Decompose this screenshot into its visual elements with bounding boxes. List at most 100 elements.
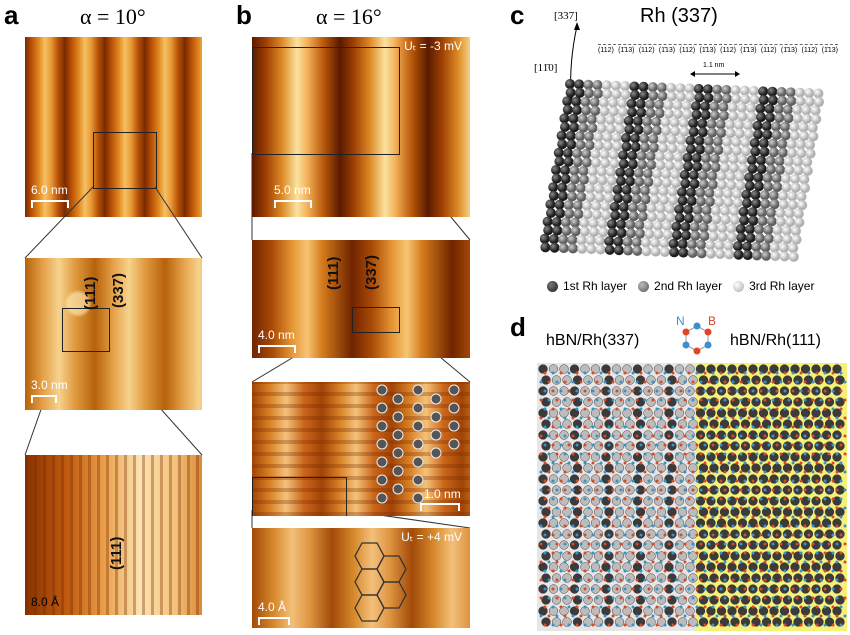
hbn-atom <box>667 488 671 492</box>
rh-atom <box>592 209 602 220</box>
hbn-atom <box>815 479 819 483</box>
rh-atom <box>790 408 800 418</box>
hbn-atom <box>667 560 671 564</box>
hbn-atom <box>691 380 695 384</box>
hbn-atom <box>771 506 775 510</box>
rh-atom <box>780 121 791 132</box>
rh-atom <box>612 141 623 152</box>
rh-atom <box>619 210 630 221</box>
hbn-atom <box>743 407 747 411</box>
rh-atom <box>638 81 649 92</box>
hbn-atom <box>743 569 747 573</box>
hbn-atom <box>835 614 839 618</box>
hbn-atom <box>667 614 671 618</box>
hbn-atom <box>699 542 703 546</box>
rh-atom <box>631 185 641 196</box>
rh-atom <box>722 145 733 156</box>
hbn-atom <box>683 614 687 618</box>
hbn-atom <box>599 497 603 501</box>
hbn-atom <box>775 425 779 429</box>
hbn-atom <box>823 479 827 483</box>
rh-atom <box>600 201 611 212</box>
hbn-atom <box>631 461 635 465</box>
rh-atom <box>664 364 674 374</box>
hbn-atom <box>603 614 607 618</box>
rh-atom <box>814 397 824 407</box>
hbn-atom <box>719 551 723 555</box>
hbn-atom <box>615 497 619 501</box>
hbn-atom <box>619 470 623 474</box>
hbn-atom <box>675 470 679 474</box>
hbn-atom <box>671 425 675 429</box>
rh-atom <box>782 397 793 407</box>
hbn-atom <box>759 533 763 537</box>
rh-atom <box>741 146 752 157</box>
rh-atom <box>773 233 784 244</box>
rh-atom <box>716 127 727 138</box>
hbn-atom <box>659 470 663 474</box>
hbn-atom <box>763 416 767 420</box>
rh-atom <box>794 217 805 228</box>
hbn-atom <box>627 560 631 564</box>
rh-atom <box>607 219 617 230</box>
hbn-atom <box>803 434 807 438</box>
hbn-atom <box>719 407 723 411</box>
hbn-atom <box>811 578 815 582</box>
rh-atom <box>737 364 748 374</box>
hbn-atom <box>663 551 667 555</box>
rh-atom <box>569 606 580 616</box>
rh-atom <box>601 210 612 221</box>
hbn-atom <box>811 416 815 420</box>
hbn-atom <box>551 443 555 447</box>
hbn-atom <box>703 461 707 465</box>
hbn-atom <box>787 398 791 402</box>
hbn-atom <box>543 461 547 465</box>
hbn-atom <box>731 506 735 510</box>
hbn-atom <box>739 578 743 582</box>
rh-atom <box>753 172 764 183</box>
hbn-atom <box>583 371 587 375</box>
rh-atom <box>609 158 620 169</box>
rh-atom <box>691 101 701 112</box>
hbn-atom <box>567 569 571 573</box>
rh-atom <box>677 195 688 206</box>
hbn-atom <box>835 434 839 438</box>
hbn-atom <box>839 479 843 483</box>
rh-atom <box>782 234 793 245</box>
hbn-atom <box>739 380 743 384</box>
rh-atom <box>677 529 688 539</box>
hbn-atom <box>815 515 819 519</box>
rh-atom <box>576 191 587 202</box>
hbn-atom <box>783 533 787 537</box>
rh-atom <box>706 364 716 374</box>
hbn-atom <box>667 524 671 528</box>
hbn-atom <box>839 461 843 465</box>
rh-atom <box>590 105 601 116</box>
hbn-atom <box>783 497 787 501</box>
hbn-atom <box>707 434 711 438</box>
rh-atom <box>677 463 688 473</box>
hbn-atom <box>819 524 823 528</box>
hbn-atom <box>787 416 791 420</box>
hbn-atom <box>795 596 799 600</box>
hbn-atom <box>623 479 627 483</box>
stm-image-b3: 1.0 nm <box>252 382 470 516</box>
rh-atom <box>718 102 729 113</box>
hbn-atom <box>691 416 695 420</box>
hbn-atom <box>787 380 791 384</box>
rh-atom <box>626 228 636 239</box>
hbn-atom <box>579 452 583 456</box>
hbn-atom <box>543 623 547 627</box>
rh-atom <box>790 174 801 185</box>
hbn-atom <box>687 515 691 519</box>
rh-atom <box>653 474 664 484</box>
rh-atom <box>755 103 766 114</box>
rh-atom <box>551 551 562 561</box>
rh-atom <box>581 105 592 116</box>
rh-atom <box>782 573 793 583</box>
hbn-atom <box>703 587 707 591</box>
rh-atom <box>783 156 794 167</box>
rh-atom <box>739 85 750 96</box>
rh-atom <box>549 242 560 253</box>
rh-atom <box>627 107 638 118</box>
